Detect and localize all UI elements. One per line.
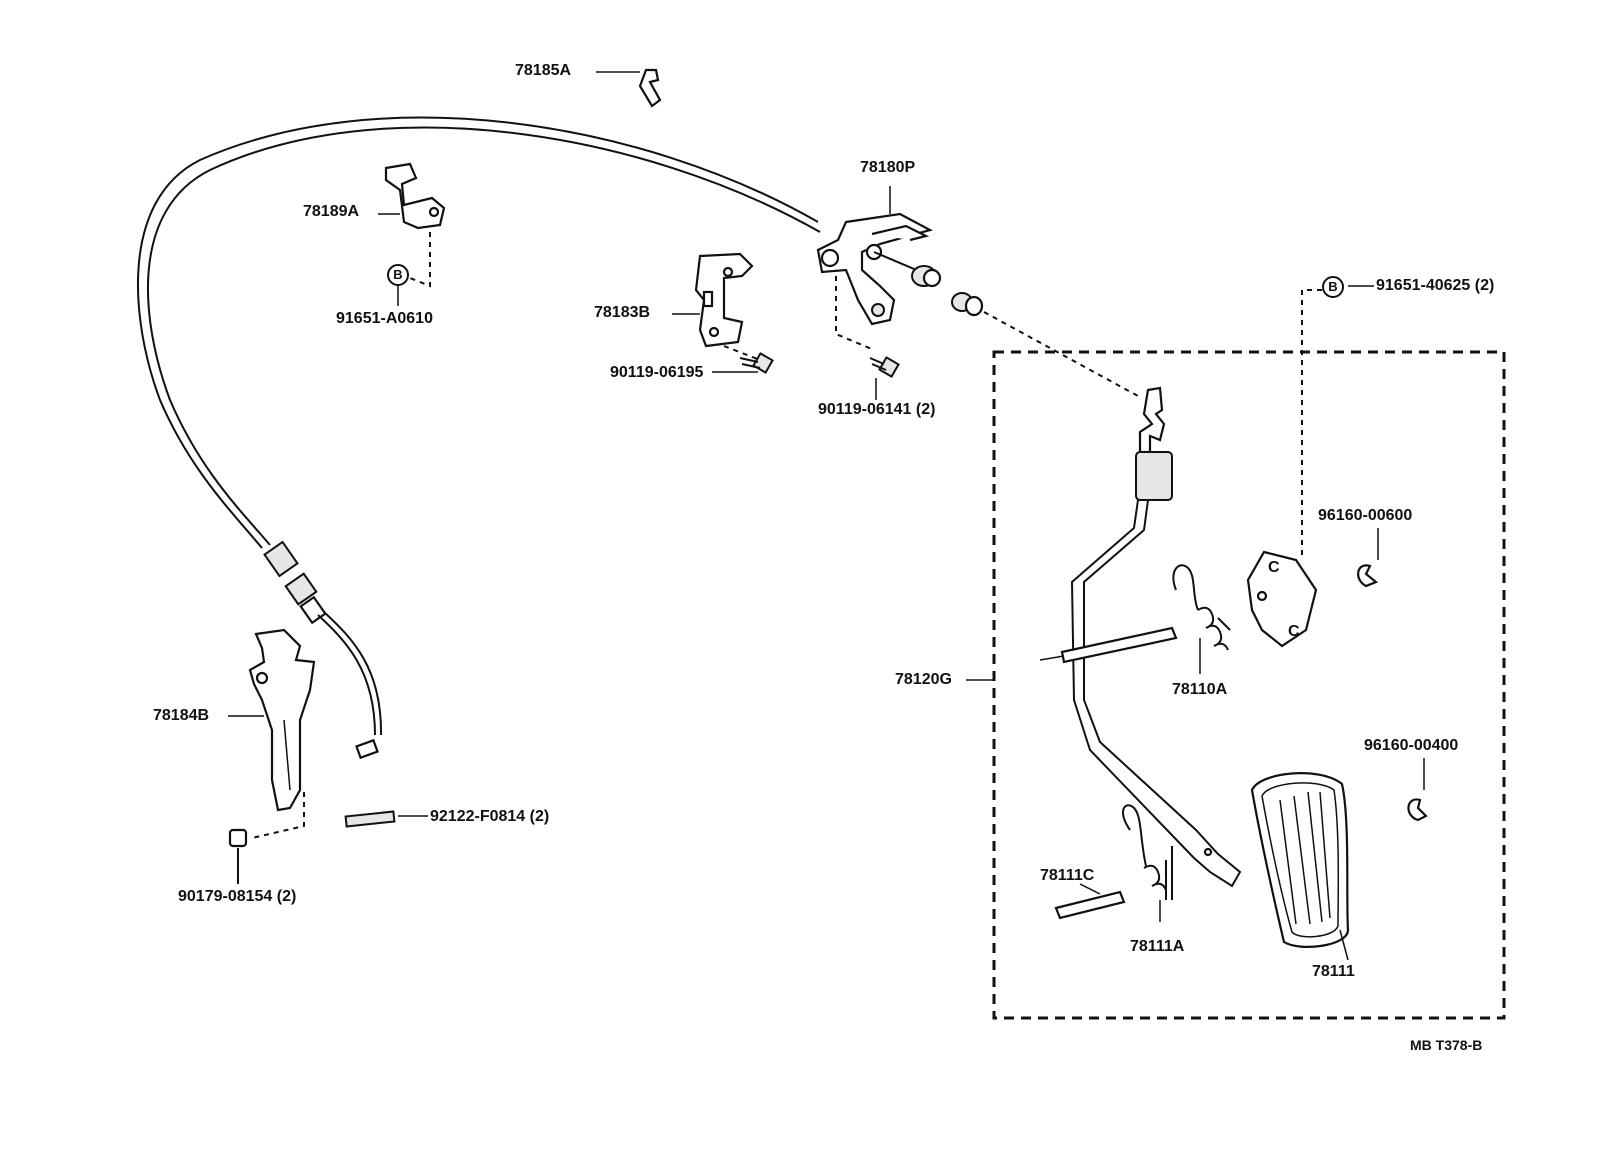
label-78185a: 78185A — [515, 62, 572, 79]
e-clip-96160-00600 — [1357, 528, 1379, 588]
label-78111c: 78111C — [1040, 867, 1095, 884]
label-91651-a0610: 91651-A0610 — [336, 310, 433, 327]
stud-92122-f0814 — [344, 810, 428, 828]
figure-code: MB T378-B — [1410, 1037, 1483, 1053]
label-96160-00600: 96160-00600 — [1318, 507, 1413, 524]
label-96160-00400: 96160-00400 — [1364, 737, 1459, 754]
pedal-pad-78111 — [1250, 772, 1350, 961]
bracket-78183b — [672, 252, 761, 361]
label-78110a: 78110A — [1172, 681, 1228, 698]
label-90179-08154: 90179-08154 (2) — [178, 888, 297, 905]
label-90119-06195: 90119-06195 — [610, 364, 704, 381]
clip-78185a — [596, 68, 662, 108]
lever-78184b — [228, 628, 316, 839]
label-78184b: 78184B — [153, 707, 210, 724]
label-78111: 78111 — [1312, 963, 1355, 980]
label-78120g: 78120G — [895, 671, 952, 688]
label-92122-f0814: 92122-F0814 (2) — [430, 808, 550, 825]
label-90119-06141: 90119-06141 (2) — [818, 401, 936, 418]
accelerator-cable — [136, 116, 821, 760]
label-78111a: 78111A — [1130, 938, 1185, 955]
bolt-91651-40625-leader — [1301, 289, 1322, 560]
pedal-stopper-plate: C C — [1246, 550, 1318, 648]
svg-text:C: C — [1288, 623, 1300, 640]
assembly-boundary-box — [992, 350, 1506, 1020]
svg-text:C: C — [1268, 559, 1280, 576]
pin-78111c — [1054, 883, 1126, 920]
spring-78111a — [1122, 804, 1173, 922]
label-78189a: 78189A — [303, 203, 360, 220]
pedal-arm-78120g — [1039, 386, 1242, 888]
fastener-marker-b-left: B — [387, 264, 409, 286]
bracket-78180p — [816, 186, 1139, 397]
spring-78110a — [1172, 564, 1231, 674]
label-78183b: 78183B — [594, 304, 651, 321]
bolt-90119-06141 — [869, 356, 900, 400]
e-clip-96160-00400 — [1407, 758, 1428, 822]
fastener-marker-b-right: B — [1322, 276, 1344, 298]
bracket-78189a — [378, 162, 446, 306]
label-78180p: 78180P — [860, 159, 916, 176]
label-91651-40625: 91651-40625 (2) — [1376, 277, 1495, 294]
bolt-90119-06195 — [712, 352, 774, 374]
nut-90179-08154 — [228, 828, 248, 884]
